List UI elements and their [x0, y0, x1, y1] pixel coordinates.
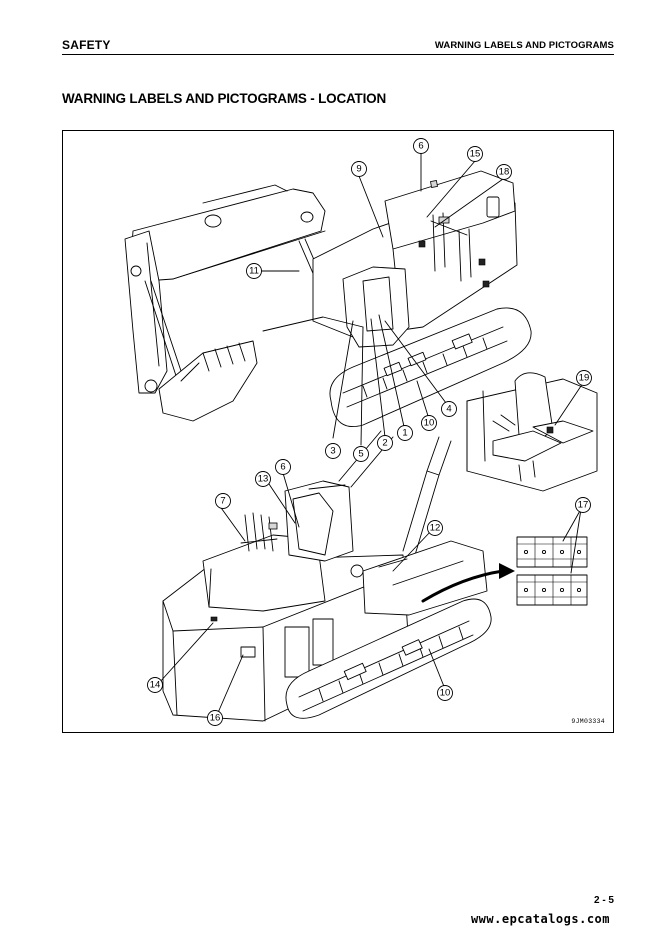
callout-1: 1 [397, 425, 413, 441]
svg-text:10: 10 [424, 418, 435, 429]
svg-text:17: 17 [578, 500, 589, 511]
svg-text:4: 4 [446, 404, 451, 415]
callout-9: 9 [351, 161, 367, 177]
header-divider [62, 54, 614, 55]
svg-text:11: 11 [249, 266, 259, 277]
svg-text:1: 1 [402, 428, 407, 439]
callout-19: 19 [576, 370, 592, 386]
callout-6-top: 6 [413, 138, 429, 154]
page-title: WARNING LABELS AND PICTOGRAMS - LOCATION [62, 91, 386, 106]
leader-lines [158, 152, 584, 716]
callout-6-bottom: 6 [275, 459, 291, 475]
callout-2: 2 [377, 435, 393, 451]
operator-seat-drawing [466, 372, 598, 492]
excavator-upper-drawing [124, 170, 532, 427]
svg-text:19: 19 [579, 373, 590, 384]
callout-12: 12 [427, 520, 443, 536]
callout-7: 7 [215, 493, 231, 509]
svg-text:5: 5 [358, 449, 363, 460]
callout-13: 13 [255, 471, 271, 487]
svg-text:16: 16 [210, 713, 221, 724]
callout-17: 17 [575, 497, 591, 513]
svg-text:13: 13 [258, 474, 269, 485]
callout-5: 5 [353, 446, 369, 462]
callout-10-top: 10 [421, 415, 437, 431]
svg-text:2: 2 [382, 438, 387, 449]
svg-text:3: 3 [330, 446, 335, 457]
callout-16: 16 [207, 710, 223, 726]
chapter-header: WARNING LABELS AND PICTOGRAMS [434, 40, 614, 51]
figure-frame: 6 15 18 9 11 3 5 2 1 10 4 19 6 13 7 12 1… [62, 130, 614, 733]
figure-code: 9JM03334 [571, 718, 605, 725]
svg-text:9: 9 [356, 164, 361, 175]
svg-text:6: 6 [280, 462, 285, 473]
svg-text:12: 12 [430, 523, 441, 534]
excavator-lower-drawing [162, 430, 492, 722]
callout-15-top: 15 [467, 146, 483, 162]
callout-11: 11 [246, 263, 262, 279]
svg-text:18: 18 [499, 167, 510, 178]
svg-text:14: 14 [150, 680, 161, 691]
callout-3: 3 [325, 443, 341, 459]
callout-markers: 6 15 18 9 11 3 5 2 1 10 4 19 6 13 7 12 1… [147, 138, 592, 726]
callout-4: 4 [441, 401, 457, 417]
svg-text:6: 6 [418, 141, 423, 152]
section-header: SAFETY [62, 38, 111, 52]
svg-text:7: 7 [220, 496, 225, 507]
label-panels [421, 536, 588, 606]
watermark-link[interactable]: www.epcatalogs.com [470, 912, 610, 926]
callout-14: 14 [147, 677, 163, 693]
page-number: 2 - 5 [593, 895, 614, 906]
callout-18: 18 [496, 164, 512, 180]
excavator-illustration: 6 15 18 9 11 3 5 2 1 10 4 19 6 13 7 12 1… [124, 138, 598, 726]
callout-10-bottom: 10 [437, 685, 453, 701]
svg-text:15: 15 [470, 149, 481, 160]
svg-text:10: 10 [440, 688, 451, 699]
